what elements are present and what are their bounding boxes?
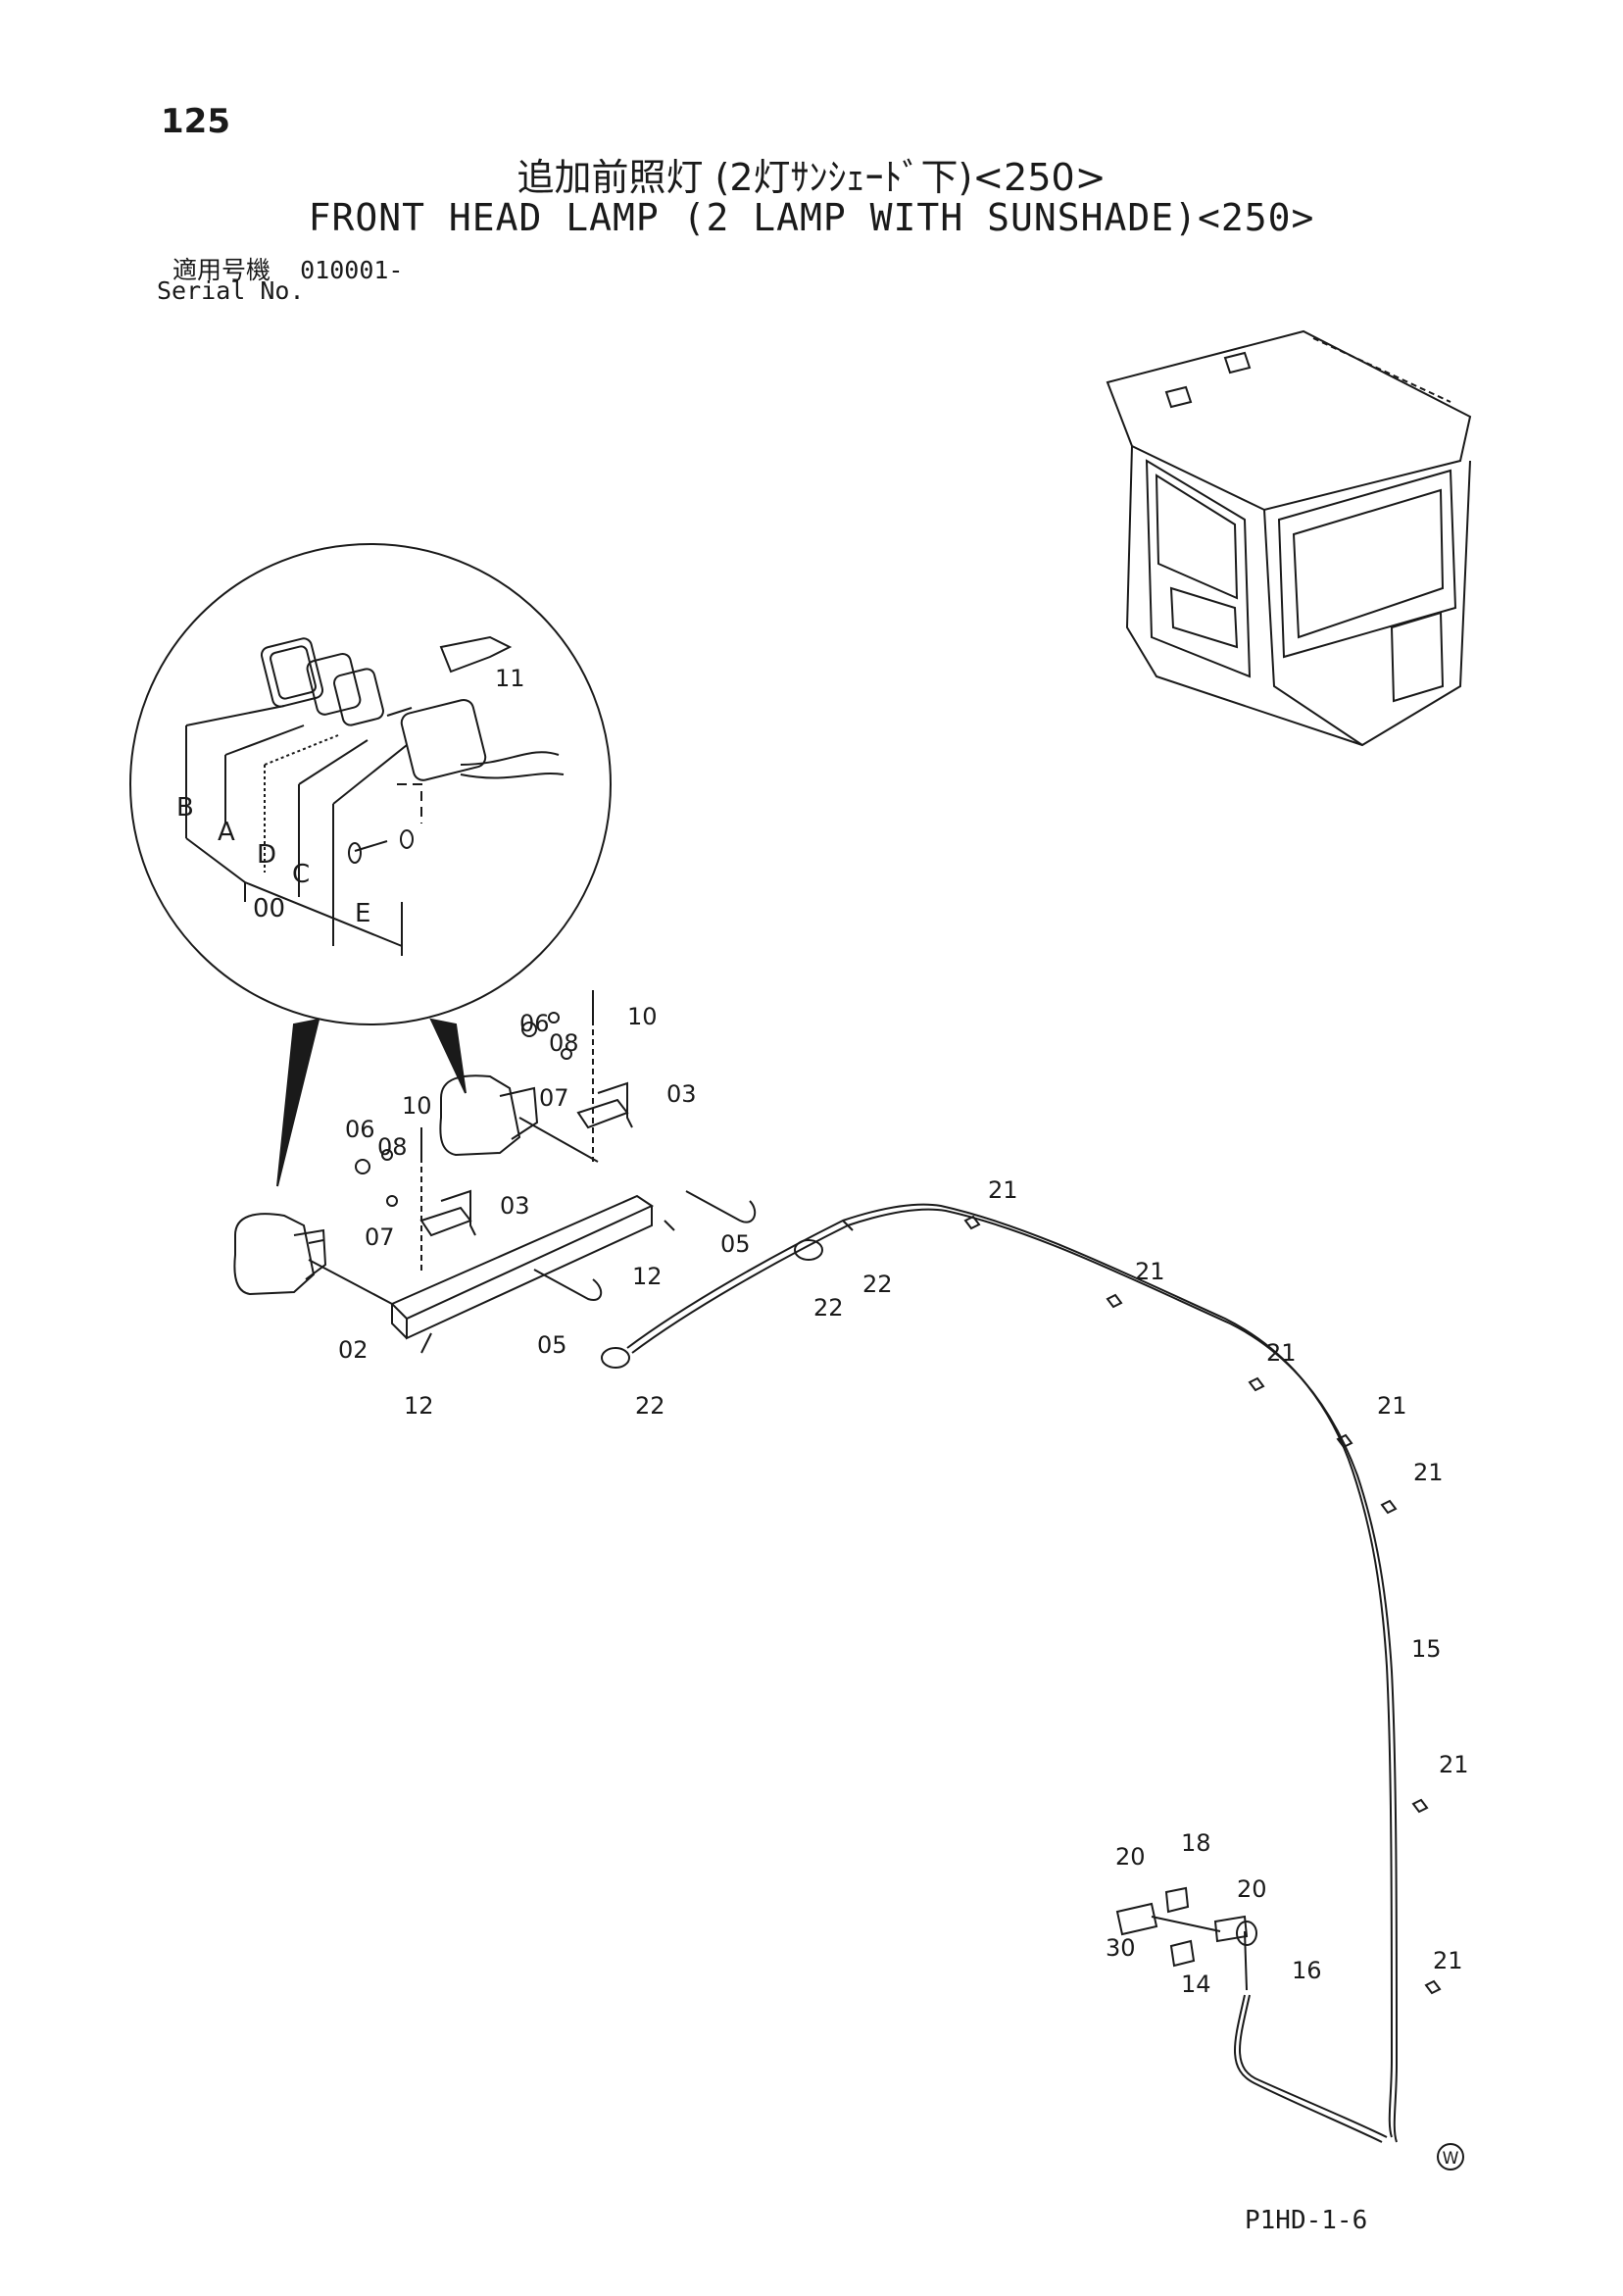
detail-label-00: 00 — [253, 894, 285, 923]
callout-21: 21 — [1413, 1459, 1444, 1486]
detail-view — [129, 543, 612, 1187]
callout-21: 21 — [1433, 1947, 1463, 1974]
w-mark: W — [1437, 2143, 1464, 2171]
callout-02: 02 — [338, 1336, 369, 1364]
serial-applicability: 適用号機 010001- — [172, 251, 403, 286]
detail-label-e: E — [355, 899, 370, 928]
callout-15: 15 — [1411, 1635, 1442, 1663]
callout-08: 08 — [549, 1029, 579, 1057]
callout-08: 08 — [377, 1133, 408, 1161]
callout-18: 18 — [1181, 1829, 1211, 1857]
serial-label-english: Serial No. — [157, 276, 305, 305]
callout-20: 20 — [1115, 1843, 1146, 1871]
detail-label-d: D — [257, 840, 276, 870]
callout-22: 22 — [862, 1271, 893, 1298]
callout-22: 22 — [813, 1294, 844, 1322]
callout-20: 20 — [1237, 1875, 1267, 1903]
cab-illustration — [1106, 329, 1472, 747]
detail-callout-11: 11 — [495, 665, 525, 692]
detail-label-a: A — [218, 818, 235, 847]
detail-label-c: C — [292, 860, 310, 889]
callout-07: 07 — [539, 1084, 569, 1112]
callout-21: 21 — [1266, 1339, 1297, 1367]
page-title-english: FRONT HEAD LAMP (2 LAMP WITH SUNSHADE)<2… — [308, 196, 1315, 239]
callout-12: 12 — [404, 1392, 434, 1420]
callout-10: 10 — [627, 1003, 658, 1030]
callout-labels: 06 08 10 03 07 05 06 08 10 07 03 12 02 0… — [338, 1003, 1469, 1998]
callout-21: 21 — [1439, 1751, 1469, 1778]
callout-21: 21 — [988, 1176, 1018, 1204]
callout-03: 03 — [666, 1080, 697, 1108]
document-code: P1HD-1-6 — [1245, 2206, 1368, 2235]
callout-05: 05 — [537, 1331, 567, 1359]
page-number: 125 — [161, 102, 230, 141]
page-title-japanese: 追加前照灯 (2灯ｻﾝｼｪｰﾄﾞ下)<250> — [516, 156, 1107, 199]
serial-value: 010001- — [300, 256, 404, 284]
callout-30: 30 — [1106, 1934, 1136, 1962]
callout-06: 06 — [345, 1116, 375, 1143]
callout-05: 05 — [720, 1230, 751, 1258]
serial-label-japanese: 適用号機 — [172, 256, 271, 284]
callout-16: 16 — [1292, 1957, 1322, 1984]
callout-14: 14 — [1181, 1971, 1211, 1998]
w-mark-letter: W — [1443, 2149, 1459, 2169]
callout-12: 12 — [632, 1263, 663, 1290]
wire-harness — [601, 1203, 1442, 2143]
detail-label-b: B — [176, 793, 194, 823]
lamp-assembly — [233, 990, 757, 1354]
callout-22: 22 — [635, 1392, 665, 1420]
callout-07: 07 — [365, 1223, 395, 1251]
callout-03: 03 — [500, 1192, 530, 1220]
callout-06: 06 — [519, 1010, 550, 1037]
callout-10: 10 — [402, 1092, 432, 1120]
callout-21: 21 — [1135, 1258, 1165, 1285]
callout-21: 21 — [1377, 1392, 1407, 1420]
